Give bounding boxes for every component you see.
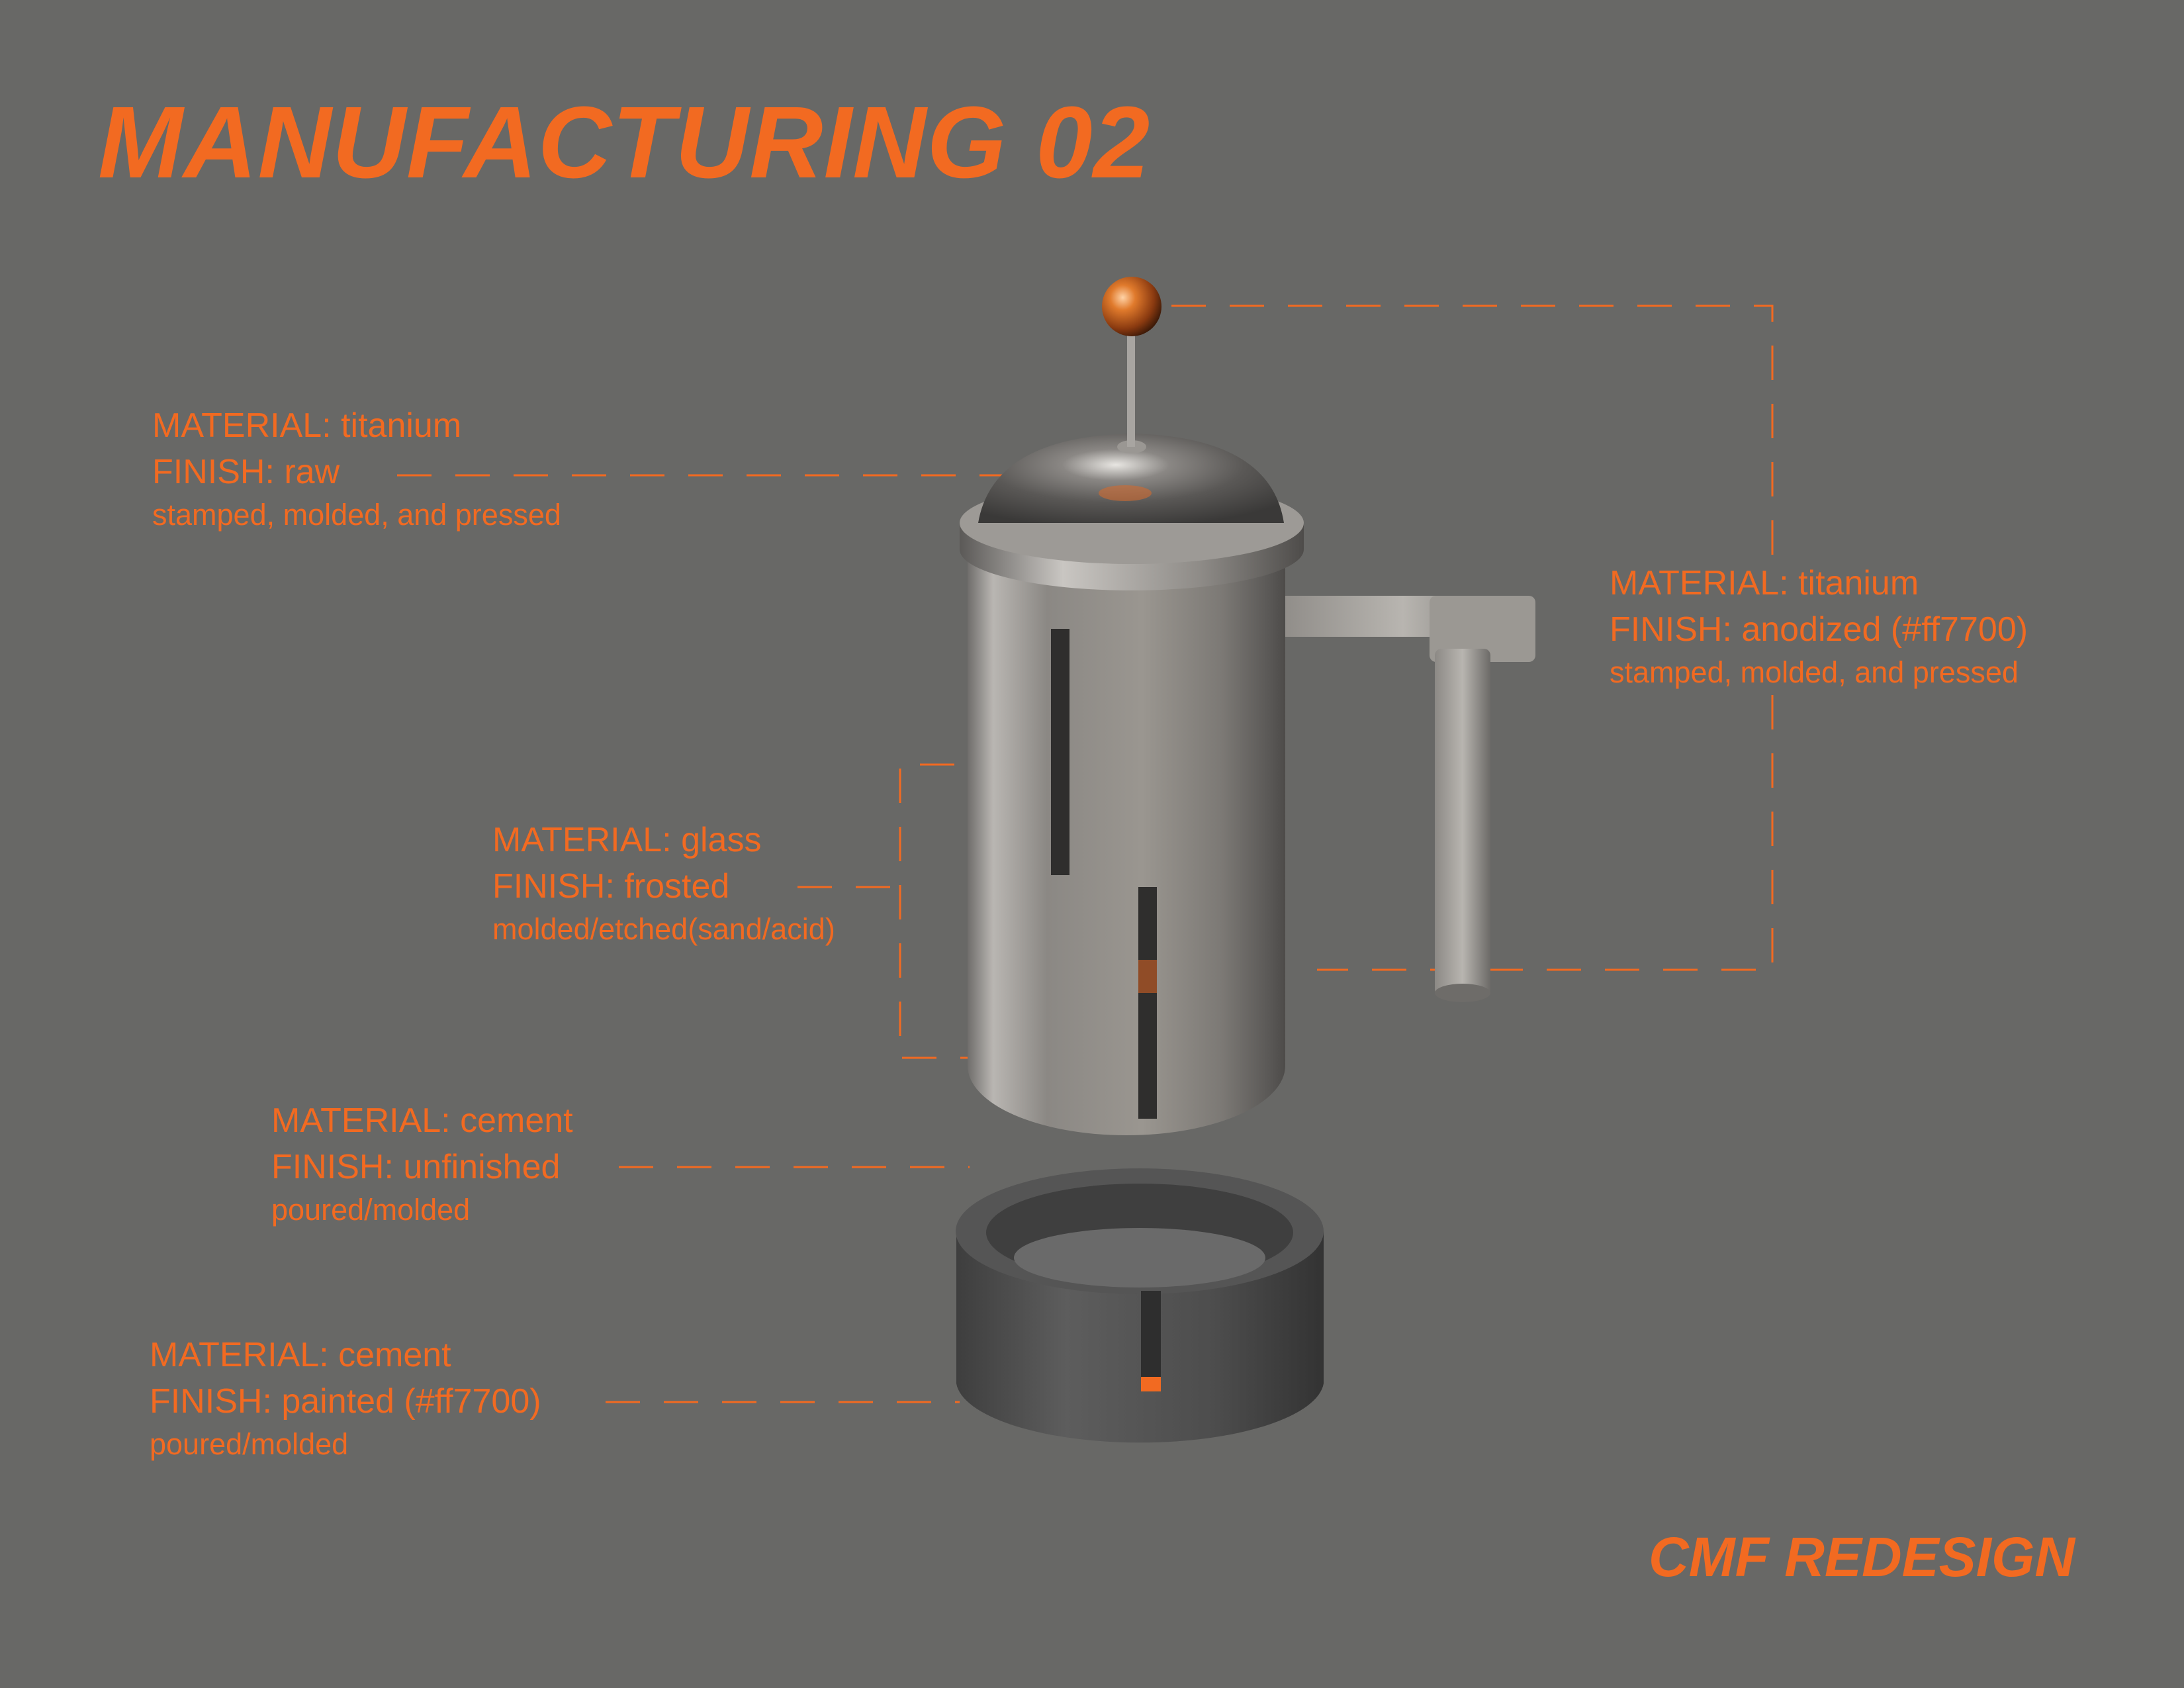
finish-label: FINISH: painted (#ff7700) [150,1382,541,1421]
finish-label: FINISH: anodized (#ff7700) [1610,610,2028,649]
process-label: stamped, molded, and pressed [1610,655,2019,689]
material-label: MATERIAL: cement [271,1102,573,1140]
plunger [1102,277,1161,447]
finish-label: FINISH: frosted [492,867,730,906]
press-body [968,549,1285,1135]
page-title: MANUFACTURING 02 [98,85,1151,199]
material-label: MATERIAL: titanium [1610,564,1919,602]
anodized-handle [1271,596,1535,1002]
annotation-cement-painted: MATERIAL: cement FINISH: painted (#ff770… [150,1332,541,1464]
process-label: poured/molded [271,1193,471,1227]
process-label: molded/etched(sand/acid) [492,912,835,946]
annotation-cement-base: MATERIAL: cement FINISH: unfinished pour… [271,1098,573,1230]
finish-label: FINISH: raw [152,453,340,491]
material-label: MATERIAL: glass [492,821,762,859]
footer-label: CMF REDESIGN [1648,1526,2075,1588]
cement-base [956,1168,1324,1443]
process-label: poured/molded [150,1427,349,1461]
finish-label: FINISH: unfinished [271,1148,561,1186]
annotation-lid: MATERIAL: titanium FINISH: raw stamped, … [152,402,561,535]
material-label: MATERIAL: titanium [152,406,462,445]
annotation-glass: MATERIAL: glass FINISH: frosted molded/e… [492,817,835,949]
annotation-handle: MATERIAL: titanium FINISH: anodized (#ff… [1610,560,2032,692]
material-label: MATERIAL: cement [150,1336,451,1374]
process-label: stamped, molded, and pressed [152,498,561,532]
titanium-lid [960,434,1304,590]
